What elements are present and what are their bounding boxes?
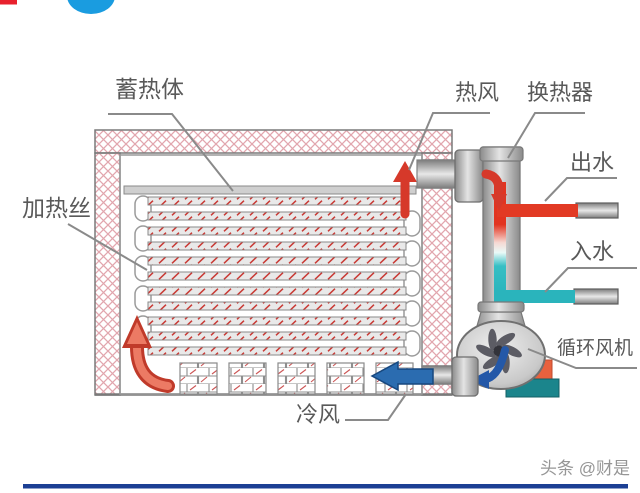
diagram-labels: 蓄热体 加热丝 热风 换热器 出水 入水 冷风 循环风机 [22,76,633,427]
label-heat-exchanger: 换热器 [527,80,593,105]
label-heating-wire: 加热丝 [22,195,91,221]
leader-cold-air [345,393,407,421]
exchanger-inlet-arrow [481,169,507,211]
leader-lines [67,112,637,421]
leader-heat-exchanger [507,112,585,159]
heat-exchanger-assembly [416,146,619,398]
label-cold-air: 冷风 [296,402,340,427]
label-water-in: 入水 [570,239,614,264]
fan-neck-collar [477,301,525,313]
leader-water-out [544,177,617,202]
label-circulating-fan: 循环风机 [557,337,633,359]
svg-text:头条 @财是: 头条 @财是 [542,461,632,480]
water-inlet-pipe [494,288,619,305]
hot-air-arrow [393,161,417,219]
insulation-wall [94,129,453,396]
heat-storage-bars [147,196,407,356]
label-water-out: 出水 [570,150,614,175]
leader-heating-wire [67,223,148,271]
leader-heat-storage [108,113,234,192]
fan-outlet-arrow [470,346,509,389]
cold-air-arrow [370,360,434,392]
duct-flange-top [454,149,484,203]
rising-air-arrow [122,315,175,393]
app-logo [67,0,115,14]
bottom-rule [23,484,628,489]
leader-water-in [544,267,637,293]
storage-top-plate [123,185,417,195]
chamber-inner-liner [119,154,423,395]
watermark: 头条 @财是 头条 @财是 [540,459,631,480]
column-cap [479,146,524,162]
label-heat-storage: 蓄热体 [115,76,184,102]
red-accent-bar [0,0,17,5]
water-outlet-pipe [497,202,619,219]
heating-wire-right-bends [403,210,421,357]
leader-hot-air [408,112,490,171]
svg-text:头条 @财是: 头条 @财是 [540,459,630,478]
leader-circulating-fan [527,348,637,369]
furnace-chamber [94,129,453,396]
duct-flange-bottom [451,356,479,397]
brick-piers [179,362,414,395]
label-hot-air: 热风 [455,80,499,105]
